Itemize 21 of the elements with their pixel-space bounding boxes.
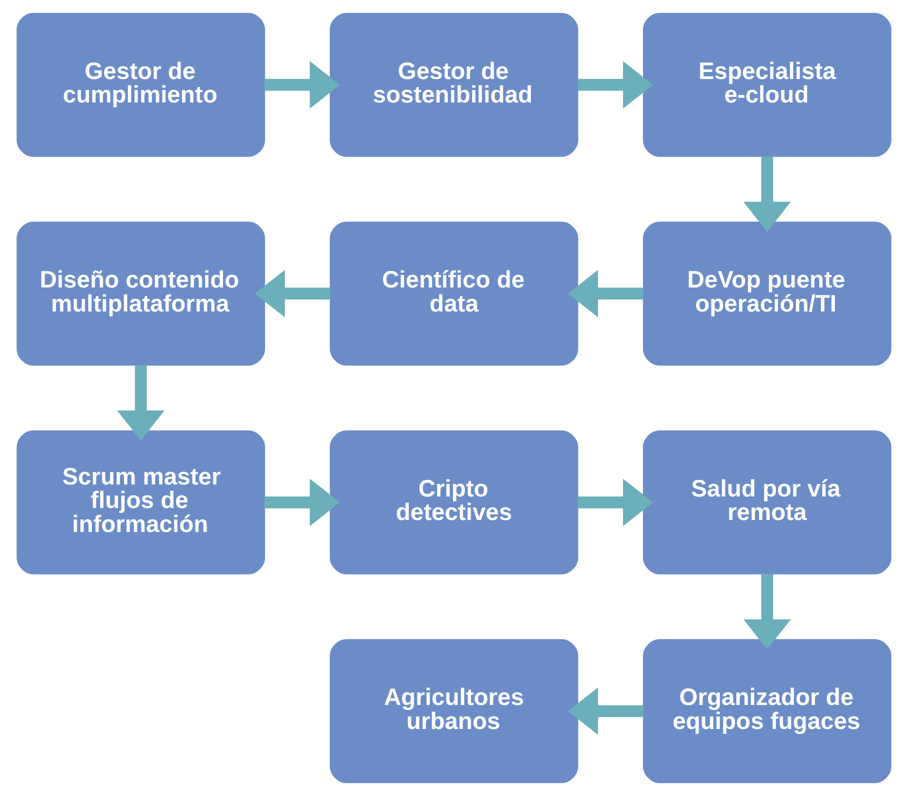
arrow — [568, 687, 644, 735]
node-box: Cripto detectives — [330, 430, 578, 574]
node-box: Diseño contenido multiplataforma — [16, 222, 266, 366]
arrow — [117, 365, 165, 441]
arrow — [568, 270, 644, 318]
arrow — [743, 156, 791, 232]
arrow — [578, 61, 654, 109]
node-box: Organizador de equipos fugaces — [642, 639, 892, 784]
arrow — [578, 478, 654, 526]
arrow — [264, 478, 340, 526]
node-box: Salud por vía remota — [642, 430, 892, 574]
node-box: Agricultores urbanos — [330, 639, 578, 784]
node-box: Scrum master flujos de información — [16, 430, 266, 574]
node-box: Científico de data — [330, 222, 578, 366]
arrow — [254, 270, 330, 318]
node-box: Gestor de sostenibilidad — [330, 12, 578, 157]
node-box: DeVop puente operación/TI — [642, 222, 892, 366]
arrow — [264, 61, 340, 109]
node-box: Gestor de cumplimiento — [16, 12, 266, 157]
arrow — [743, 574, 791, 650]
node-box: Especialista e-cloud — [642, 12, 892, 157]
